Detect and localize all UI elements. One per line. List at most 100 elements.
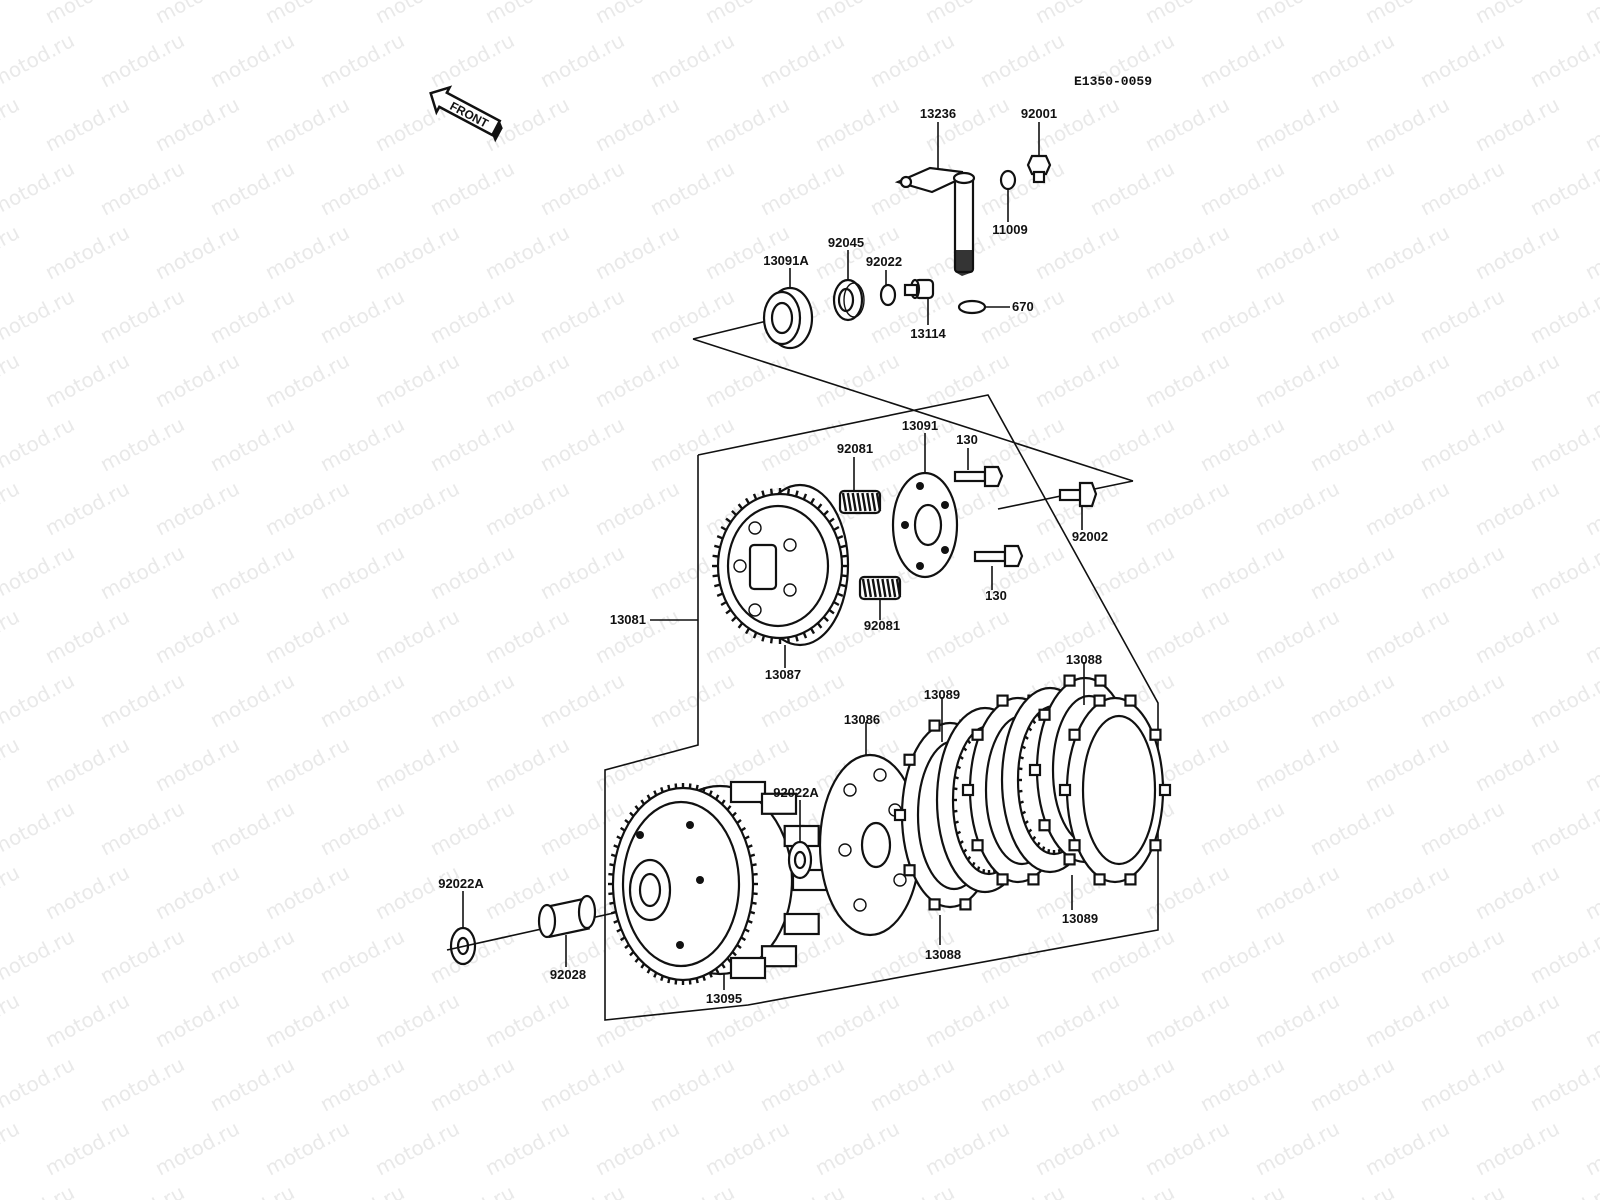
watermark-text: motod.ru — [1251, 732, 1343, 796]
watermark-text: motod.ru — [1251, 604, 1343, 668]
watermark-text: motod.ru — [921, 0, 1013, 28]
watermark-text: motod.ru — [41, 604, 133, 668]
watermark-text: motod.ru — [1581, 0, 1600, 28]
watermark-text: motod.ru — [536, 156, 628, 220]
watermark-text: motod.ru — [1141, 348, 1233, 412]
watermark-text: motod.ru — [701, 0, 793, 28]
watermark-text: motod.ru — [0, 668, 78, 732]
watermark-text: motod.ru — [1361, 0, 1453, 28]
spring-92081-upper — [838, 489, 882, 515]
watermark-text: motod.ru — [481, 476, 573, 540]
watermark-text: motod.ru — [811, 92, 903, 156]
watermark-text: motod.ru — [261, 92, 353, 156]
watermark-text: motod.ru — [261, 1116, 353, 1180]
watermark-text: motod.ru — [591, 1116, 683, 1180]
watermark-text: motod.ru — [1471, 220, 1563, 284]
label-92022: 92022 — [866, 254, 902, 269]
watermark-text: motod.ru — [866, 156, 958, 220]
watermark-text: motod.ru — [41, 0, 133, 28]
watermark-text: motod.ru — [1141, 988, 1233, 1052]
watermark-text: motod.ru — [646, 412, 738, 476]
watermark-text: motod.ru — [0, 476, 23, 540]
watermark-text: motod.ru — [41, 220, 133, 284]
watermark-text: motod.ru — [151, 1116, 243, 1180]
watermark-text: motod.ru — [1251, 220, 1343, 284]
watermark-text: motod.ru — [206, 540, 298, 604]
watermark-text: motod.ru — [1306, 668, 1398, 732]
watermark-text: motod.ru — [976, 924, 1068, 988]
watermark-text: motod.ru — [481, 988, 573, 1052]
watermark-text: motod.ru — [1361, 860, 1453, 924]
watermark-text: motod.ru — [0, 540, 78, 604]
watermark-text: motod.ru — [1141, 860, 1233, 924]
watermark-text: motod.ru — [1031, 0, 1123, 28]
label-13095: 13095 — [706, 991, 742, 1006]
watermark-text: motod.ru — [371, 732, 463, 796]
watermark-text: motod.ru — [811, 1116, 903, 1180]
label-670: 670 — [1012, 299, 1034, 314]
watermark-text: motod.ru — [261, 220, 353, 284]
watermark-text: motod.ru — [261, 348, 353, 412]
watermark-text: motod.ru — [536, 796, 628, 860]
watermark-text: motod.ru — [371, 604, 463, 668]
watermark-text: motod.ru — [1086, 540, 1178, 604]
watermark-text: motod.ru — [206, 924, 298, 988]
label-13091: 13091 — [902, 418, 938, 433]
watermark-text: motod.ru — [1361, 732, 1453, 796]
watermark-text: motod.ru — [41, 1116, 133, 1180]
leader-lines — [462, 122, 1085, 990]
watermark-text: motod.ru — [976, 1180, 1068, 1200]
watermark-text: motod.ru — [481, 348, 573, 412]
watermark-text: motod.ru — [426, 796, 518, 860]
watermark-text: motod.ru — [1471, 92, 1563, 156]
watermark-text: motod.ru — [591, 0, 683, 28]
watermark-text: motod.ru — [976, 156, 1068, 220]
watermark-text: motod.ru — [1471, 1116, 1563, 1180]
watermark-text: motod.ru — [646, 284, 738, 348]
watermark-text: motod.ru — [151, 860, 243, 924]
watermark-text: motod.ru — [646, 156, 738, 220]
watermark-text: motod.ru — [151, 476, 243, 540]
watermark-text: motod.ru — [1361, 220, 1453, 284]
watermark-text: motod.ru — [0, 412, 78, 476]
watermark-text: motod.ru — [1306, 1180, 1398, 1200]
watermark-text: motod.ru — [316, 1052, 408, 1116]
watermark-text: motod.ru — [536, 284, 628, 348]
watermark-text: motod.ru — [646, 28, 738, 92]
watermark-text: motod.ru — [1361, 348, 1453, 412]
watermark-text: motod.ru — [811, 0, 903, 28]
watermark-text: motod.ru — [976, 1052, 1068, 1116]
watermark-text: motod.ru — [756, 156, 848, 220]
watermark-text: motod.ru — [151, 220, 243, 284]
watermark-text: motod.ru — [96, 796, 188, 860]
watermark-text: motod.ru — [1141, 92, 1233, 156]
watermark-text: motod.ru — [481, 220, 573, 284]
watermark-text: motod.ru — [1086, 924, 1178, 988]
watermark-text: motod.ru — [426, 412, 518, 476]
watermark-text: motod.ru — [701, 1116, 793, 1180]
watermark-text: motod.ru — [1526, 924, 1600, 988]
label-92022A-right: 92022A — [773, 785, 819, 800]
watermark-text: motod.ru — [151, 0, 243, 28]
watermark-text: motod.ru — [206, 156, 298, 220]
label-92081-upper: 92081 — [837, 441, 873, 456]
watermark-text: motod.ru — [1581, 1116, 1600, 1180]
watermark-text: motod.ru — [41, 92, 133, 156]
watermark-text: motod.ru — [646, 668, 738, 732]
watermark-text: motod.ru — [921, 604, 1013, 668]
spring-92081-lower — [858, 575, 902, 601]
watermark-text: motod.ru — [1526, 668, 1600, 732]
pressure-plate-13091 — [891, 471, 959, 579]
label-92045: 92045 — [828, 235, 864, 250]
watermark-text: motod.ru — [1471, 476, 1563, 540]
watermark-text: motod.ru — [426, 284, 518, 348]
watermark-text: motod.ru — [976, 284, 1068, 348]
watermark-text: motod.ru — [1306, 412, 1398, 476]
label-92081-lower: 92081 — [864, 618, 900, 633]
watermark-text: motod.ru — [1196, 28, 1288, 92]
watermark-text: motod.ru — [0, 28, 78, 92]
watermark-text: motod.ru — [1416, 1052, 1508, 1116]
watermark-text: motod.ru — [0, 348, 23, 412]
label-13086: 13086 — [844, 712, 880, 727]
watermark-text: motod.ru — [1196, 284, 1288, 348]
